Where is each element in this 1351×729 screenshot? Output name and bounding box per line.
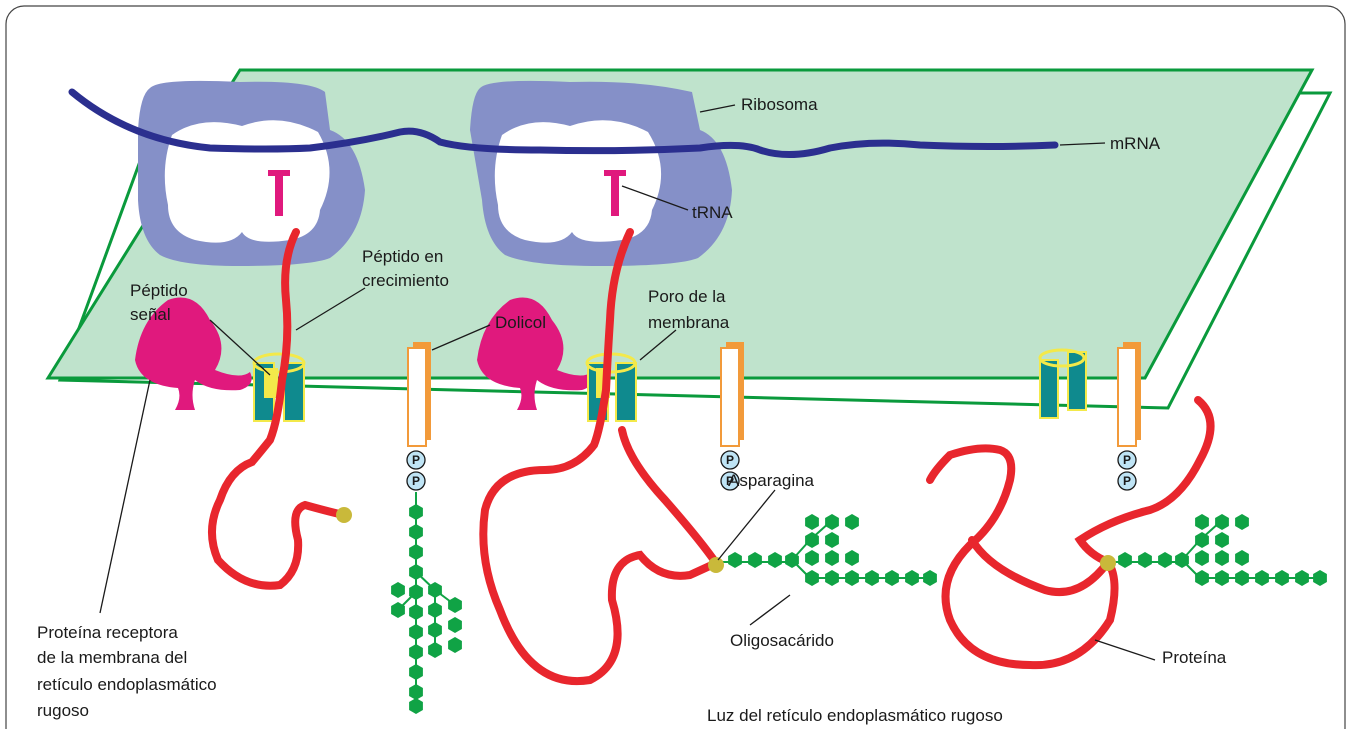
- dolichol-2: [721, 342, 744, 446]
- sugar-unit: [845, 570, 859, 586]
- label-peptido-crecimiento-line2: crecimiento: [362, 271, 449, 290]
- label-luz-retiiculo: Luz del retículo endoplasmático rugoso: [707, 706, 1003, 725]
- asparagine-dot-1: [336, 507, 352, 523]
- phosphate-label: P: [1123, 474, 1131, 488]
- sugar-unit: [825, 532, 839, 548]
- sugar-unit: [1215, 570, 1229, 586]
- phosphate-label: P: [726, 453, 734, 467]
- sugar-unit: [1195, 514, 1209, 530]
- sugar-unit: [1195, 570, 1209, 586]
- sugar-unit: [409, 604, 423, 620]
- phosphate-group-1: P P: [407, 451, 425, 490]
- label-receptor-line4: rugoso: [37, 701, 89, 720]
- label-asparagina: Asparagina: [728, 471, 815, 490]
- sugar-unit: [845, 550, 859, 566]
- sugar-unit: [805, 514, 819, 530]
- leader-proteina: [1095, 640, 1155, 660]
- sugar-unit: [409, 504, 423, 520]
- sugar-unit: [1118, 552, 1132, 568]
- sugar-unit: [825, 550, 839, 566]
- sugar-unit: [905, 570, 919, 586]
- asparagine-dot-2: [708, 557, 724, 573]
- sugar-unit: [768, 552, 782, 568]
- sugar-unit: [1235, 550, 1249, 566]
- phosphate-label: P: [1123, 453, 1131, 467]
- sugar-unit: [1295, 570, 1309, 586]
- sugar-unit: [805, 570, 819, 586]
- sugar-unit: [1275, 570, 1289, 586]
- sugar-unit: [865, 570, 879, 586]
- sugar-unit: [409, 524, 423, 540]
- sugar-unit: [409, 684, 423, 700]
- label-poro-line1: Poro de la: [648, 287, 726, 306]
- sugar-unit: [428, 642, 442, 658]
- sugar-unit: [885, 570, 899, 586]
- sugar-unit: [391, 582, 405, 598]
- sugar-unit: [825, 570, 839, 586]
- sugar-unit: [1235, 514, 1249, 530]
- leader-receptor: [100, 380, 150, 613]
- sugar-unit: [409, 664, 423, 680]
- label-proteina: Proteína: [1162, 648, 1227, 667]
- label-mrna: mRNA: [1110, 134, 1161, 153]
- sugar-unit: [1195, 550, 1209, 566]
- sugar-unit: [1313, 570, 1327, 586]
- oligosaccharide-attached-2: [1108, 514, 1327, 586]
- dolichol-1: [408, 342, 431, 446]
- sugar-unit: [825, 514, 839, 530]
- sugar-unit: [409, 544, 423, 560]
- asparagine-dot-3: [1100, 555, 1116, 571]
- ribosome-2: [470, 81, 732, 266]
- sugar-unit: [1255, 570, 1269, 586]
- label-ribosoma: Ribosoma: [741, 95, 818, 114]
- sugar-unit: [1215, 514, 1229, 530]
- phosphate-label: P: [412, 474, 420, 488]
- sugar-unit: [728, 552, 742, 568]
- label-trna: tRNA: [692, 203, 733, 222]
- sugar-unit: [448, 597, 462, 613]
- sugar-unit: [448, 637, 462, 653]
- sugar-unit: [448, 617, 462, 633]
- polypeptide-chain-3: [930, 400, 1211, 665]
- label-dolicol: Dolicol: [495, 313, 546, 332]
- leader-oligosacarido: [750, 595, 790, 625]
- label-oligosacarido: Oligosacárido: [730, 631, 834, 650]
- label-poro-line2: membrana: [648, 313, 730, 332]
- sugar-unit: [805, 550, 819, 566]
- oligosaccharide-attached-1: [716, 514, 937, 586]
- dolichol-3: [1118, 342, 1141, 446]
- sugar-unit: [428, 622, 442, 638]
- sugar-unit: [845, 514, 859, 530]
- label-receptor-line1: Proteína receptora: [37, 623, 178, 642]
- sugar-unit: [1158, 552, 1172, 568]
- sugar-unit: [428, 602, 442, 618]
- sugar-unit: [409, 698, 423, 714]
- label-peptido-senal-line2: señal: [130, 305, 171, 324]
- label-receptor-line2: de la membrana del: [37, 648, 187, 667]
- label-receptor-line3: retículo endoplasmático: [37, 675, 217, 694]
- phosphate-label: P: [412, 453, 420, 467]
- oligosaccharide-dolichol: [391, 492, 462, 714]
- sugar-unit: [1235, 570, 1249, 586]
- sugar-unit: [409, 644, 423, 660]
- sugar-unit: [1215, 532, 1229, 548]
- label-peptido-crecimiento-line1: Péptido en: [362, 247, 443, 266]
- sugar-unit: [923, 570, 937, 586]
- sugar-unit: [409, 624, 423, 640]
- sugar-unit: [1138, 552, 1152, 568]
- sugar-unit: [748, 552, 762, 568]
- label-peptido-senal-line1: Péptido: [130, 281, 188, 300]
- phosphate-group-3: P P: [1118, 451, 1136, 490]
- sugar-unit: [1215, 550, 1229, 566]
- leader-asparagina: [718, 490, 775, 560]
